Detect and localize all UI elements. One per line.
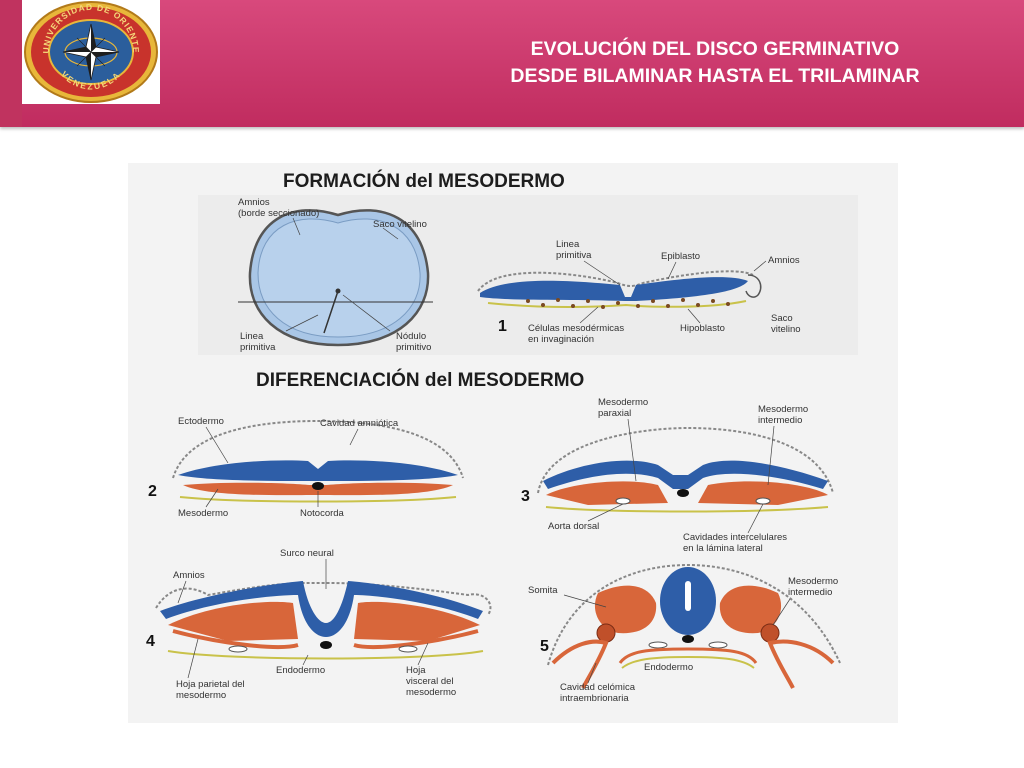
header-left-bar <box>0 0 22 127</box>
label-saco-vitelino-0: Saco vitelino <box>373 219 427 230</box>
label-cavidad-amniotica: Cavidad amniótica <box>320 418 399 429</box>
label-celomica-1: Cavidad celómica <box>560 682 636 693</box>
panel-number-5: 5 <box>540 638 549 655</box>
mesoderm-diagram-svg: FORMACIÓN del MESODERMO DIFERENCIACIÓN d… <box>146 170 858 704</box>
label-epiblasto: Epiblasto <box>661 251 700 262</box>
label-celulas-1a: Células mesodérmicas <box>528 323 624 334</box>
slide-header: UNIVERSIDAD DE ORIENTE VENEZUELA EVOLUCI… <box>0 0 1024 127</box>
label-visceral-3: mesodermo <box>406 687 456 698</box>
label-linea-0a: Linea <box>240 331 264 342</box>
label-nodulo-0a: Nódulo <box>396 331 426 342</box>
panel-3-paraxial-mesoderm: 3 Mesodermo paraxial Mesodermo intermedi… <box>521 397 834 554</box>
label-hipoblasto: Hipoblasto <box>680 323 725 334</box>
label-intermedio-3a: Mesodermo <box>758 404 808 415</box>
label-celomica-2: intraembrionaria <box>560 693 629 704</box>
university-seal-icon: UNIVERSIDAD DE ORIENTE VENEZUELA <box>24 1 158 103</box>
label-cavidades-2: en la lámina lateral <box>683 543 763 554</box>
panel-number-4: 4 <box>146 633 155 650</box>
title-line-1: EVOLUCIÓN DEL DISCO GERMINATIVO <box>530 38 900 60</box>
label-nodulo-0b: primitivo <box>396 342 431 353</box>
label-paraxial-2: paraxial <box>598 408 631 419</box>
label-amnios-1: Amnios <box>768 255 800 266</box>
panel-2-notochord: 2 Ectodermo Cavidad amniótica Mesodermo … <box>148 416 464 519</box>
panel-4-neural-groove: 4 Amnios Surco neural Endodermo Hoja par… <box>146 548 492 701</box>
label-aorta-dorsal: Aorta dorsal <box>548 521 599 532</box>
label-endodermo-5: Endodermo <box>644 662 693 673</box>
label-somita: Somita <box>528 585 558 596</box>
label-linea-1b: primitiva <box>556 250 592 261</box>
label-amnios-4: Amnios <box>173 570 205 581</box>
label-linea-0b: primitiva <box>240 342 276 353</box>
label-notocorda: Notocorda <box>300 508 345 519</box>
label-borde: (borde seccionado) <box>238 208 319 219</box>
label-linea-1a: Linea <box>556 239 580 250</box>
label-celulas-1b: en invaginación <box>528 334 594 345</box>
label-intermedio-3b: intermedio <box>758 415 802 426</box>
label-endodermo-4: Endodermo <box>276 665 325 676</box>
panel-number-2: 2 <box>148 483 157 500</box>
heading-formation: FORMACIÓN del MESODERMO <box>283 170 565 192</box>
heading-differentiation: DIFERENCIACIÓN del MESODERMO <box>256 369 584 391</box>
title-line-2: DESDE BILAMINAR HASTA EL TRILAMINAR <box>510 65 920 87</box>
label-parietal-1: Hoja parietal del <box>176 679 245 690</box>
label-surco-neural: Surco neural <box>280 548 334 559</box>
label-saco-1b: vitelino <box>771 324 801 335</box>
slide-title: EVOLUCIÓN DEL DISCO GERMINATIVO DESDE BI… <box>440 36 990 90</box>
label-intermedio-5a: Mesodermo <box>788 576 838 587</box>
mesoderm-diagram: FORMACIÓN del MESODERMO DIFERENCIACIÓN d… <box>128 163 898 723</box>
panel-number-3: 3 <box>521 488 530 505</box>
label-ectodermo: Ectodermo <box>178 416 224 427</box>
panel-5-somite: 5 Somita Mesodermo intermedio Endodermo … <box>528 563 841 704</box>
panel-number-1: 1 <box>498 318 507 335</box>
label-visceral-1: Hoja <box>406 665 426 676</box>
label-saco-1a: Saco <box>771 313 793 324</box>
university-logo: UNIVERSIDAD DE ORIENTE VENEZUELA <box>22 0 160 104</box>
label-mesodermo-2: Mesodermo <box>178 508 228 519</box>
label-amnios-0: Amnios <box>238 197 270 208</box>
label-visceral-2: visceral del <box>406 676 454 687</box>
label-paraxial-1: Mesodermo <box>598 397 648 408</box>
label-parietal-2: mesodermo <box>176 690 226 701</box>
panel-1-primitive-streak: 1 Linea primitiva Epiblasto Amnios Saco … <box>477 239 801 345</box>
label-intermedio-5b: intermedio <box>788 587 832 598</box>
label-cavidades-1: Cavidades intercelulares <box>683 532 787 543</box>
